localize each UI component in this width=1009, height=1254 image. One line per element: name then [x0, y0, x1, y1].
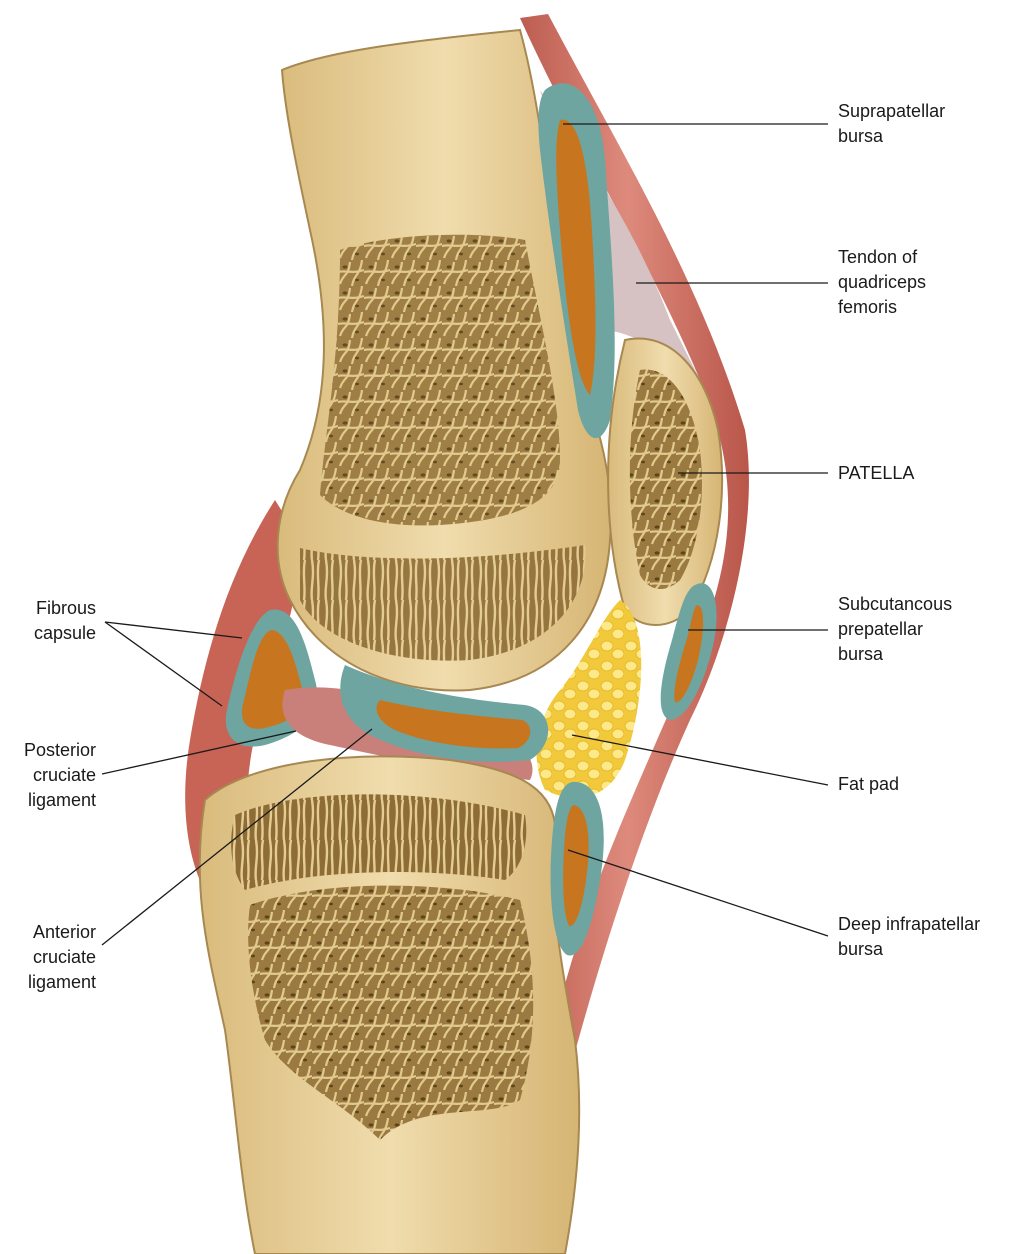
femur-cancellous — [320, 235, 560, 526]
label-fibrous-capsule: Fibrous capsule — [0, 596, 96, 646]
label-patella: PATELLA — [838, 461, 914, 486]
label-prepatellar-bursa: Subcutancous prepatellar bursa — [838, 592, 952, 667]
label-suprapatellar-bursa: Suprapatellar bursa — [838, 99, 945, 149]
label-deep-infrapatellar-bursa: Deep infrapatellar bursa — [838, 912, 980, 962]
leader-fibrous-2 — [105, 622, 222, 706]
label-anterior-cruciate: Anterior cruciate ligament — [0, 920, 96, 995]
label-quadriceps-tendon: Tendon of quadriceps femoris — [838, 245, 926, 320]
label-fat-pad: Fat pad — [838, 772, 899, 797]
label-posterior-cruciate: Posterior cruciate ligament — [0, 738, 96, 813]
